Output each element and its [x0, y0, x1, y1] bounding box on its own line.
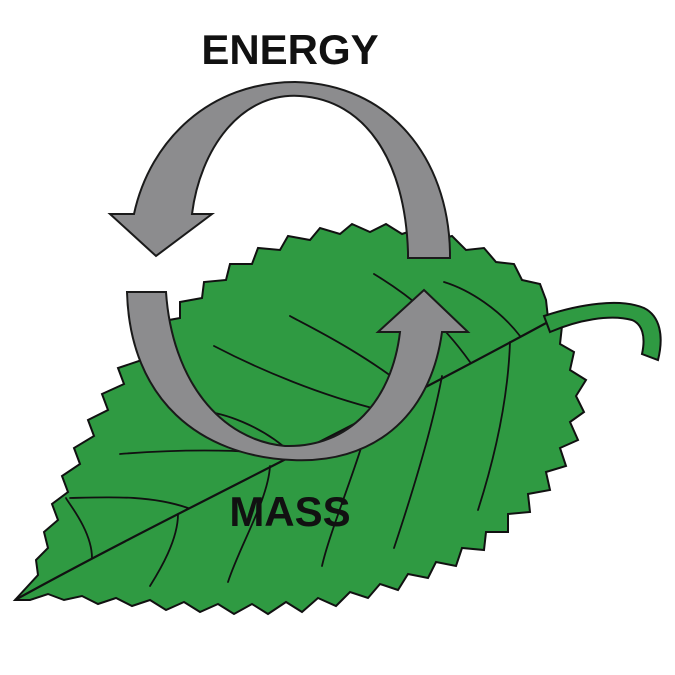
- leaf-stem: [542, 301, 662, 362]
- energy-label: ENERGY: [201, 26, 378, 73]
- mass-label: MASS: [229, 488, 350, 535]
- leaf-blade: [12, 222, 588, 616]
- leaf-illustration: [12, 222, 662, 616]
- mass-cycle-arrow: [125, 288, 471, 462]
- energy-cycle-arrow: [107, 80, 451, 259]
- leaf-midrib: [14, 321, 549, 601]
